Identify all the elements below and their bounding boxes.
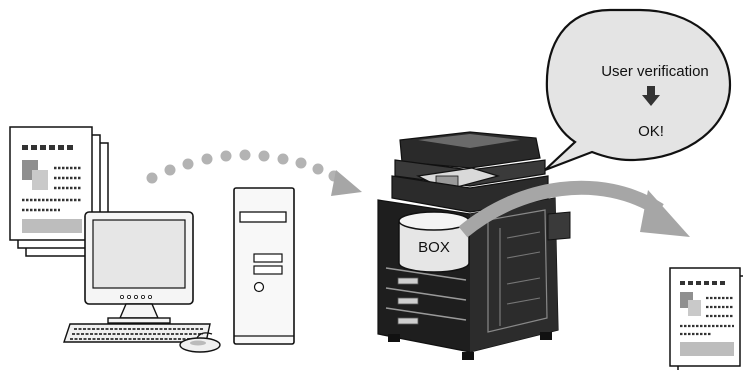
output-document-icon	[670, 268, 743, 370]
pc-monitor	[85, 212, 193, 323]
box-storage-cylinder: BOX	[399, 212, 469, 272]
pc-tower	[234, 188, 294, 344]
box-label: BOX	[418, 239, 450, 256]
speech-bubble: User verification OK!	[545, 10, 730, 170]
bubble-text-ok: OK!	[638, 123, 664, 140]
bubble-text-user-verification: User verification	[601, 63, 709, 80]
